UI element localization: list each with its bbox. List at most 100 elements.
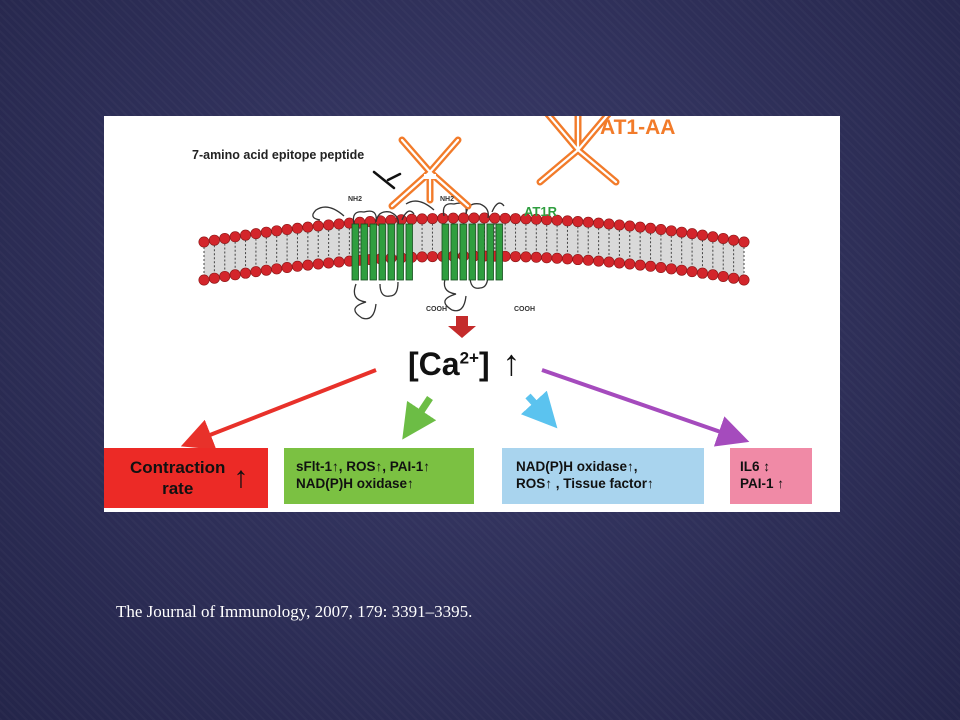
lipid-head bbox=[219, 270, 231, 282]
arrow-to-il6 bbox=[541, 368, 750, 447]
effect-box-nadph: NAD(P)H oxidase↑, ROS↑ , Tissue factor↑ bbox=[502, 448, 704, 504]
epitope-blocker bbox=[372, 170, 402, 190]
transmembrane-helix bbox=[468, 223, 476, 281]
lipid-head bbox=[302, 221, 314, 233]
lipid-head bbox=[426, 213, 438, 225]
cell-membrane bbox=[198, 212, 750, 286]
transmembrane-helix bbox=[396, 223, 404, 281]
lipid-head bbox=[510, 251, 522, 263]
citation-text: The Journal of Immunology, 2007, 179: 33… bbox=[116, 602, 473, 621]
transmembrane-helix bbox=[486, 223, 494, 281]
at1r-receptor-left bbox=[351, 223, 413, 281]
arrow-to-contraction bbox=[180, 368, 377, 450]
lipid-head bbox=[676, 264, 688, 276]
lipid-head bbox=[291, 260, 303, 272]
lipid-head bbox=[572, 254, 584, 266]
lipid-head bbox=[208, 272, 220, 284]
lipid-head bbox=[260, 264, 272, 276]
at1r-label: AT1R bbox=[524, 204, 557, 219]
lipid-head bbox=[333, 256, 345, 268]
effect-box-contraction: Contraction rate ↑ bbox=[104, 448, 268, 508]
transmembrane-helix bbox=[459, 223, 467, 281]
lipid-head bbox=[593, 255, 605, 267]
lipid-head bbox=[728, 272, 740, 284]
calcium-suffix: ] bbox=[478, 346, 490, 382]
lipid-head bbox=[707, 231, 719, 243]
cooh-label-right: COOH bbox=[514, 306, 535, 313]
lipid-head bbox=[707, 269, 719, 281]
lipid-head bbox=[696, 267, 708, 279]
lipid-head bbox=[271, 263, 283, 275]
lipid-head bbox=[645, 260, 657, 272]
nadph-line1: NAD(P)H oxidase↑, bbox=[516, 459, 638, 475]
arrow-to-sflt bbox=[402, 396, 437, 440]
nh2-label-right: NH2 bbox=[440, 196, 455, 203]
transmembrane-helix bbox=[441, 223, 449, 281]
lipid-head bbox=[572, 216, 584, 228]
lipid-heads-outer bbox=[198, 212, 750, 248]
lipid-head bbox=[198, 274, 210, 286]
contraction-up-arrow: ↑ bbox=[233, 461, 249, 495]
lipid-head bbox=[406, 213, 418, 225]
lipid-head bbox=[510, 213, 522, 225]
lipid-head bbox=[468, 212, 480, 224]
lipid-head bbox=[613, 257, 625, 269]
lipid-head bbox=[541, 252, 553, 264]
arrow-to-nadph bbox=[520, 390, 558, 429]
lipid-head bbox=[312, 258, 324, 270]
contraction-line2: rate bbox=[162, 479, 194, 498]
lipid-head bbox=[426, 251, 438, 263]
lipid-head bbox=[437, 212, 449, 224]
antibody-free bbox=[536, 116, 620, 186]
lipid-head bbox=[728, 234, 740, 246]
lipid-head bbox=[717, 232, 729, 244]
lipid-head bbox=[634, 259, 646, 271]
lipid-head bbox=[499, 212, 511, 224]
sflt-line2: NAD(P)H oxidase↑ bbox=[296, 476, 414, 491]
calcium-charge: 2+ bbox=[459, 348, 479, 368]
antibody-bound bbox=[388, 136, 472, 210]
diagram-svg bbox=[180, 116, 750, 450]
lipid-head bbox=[458, 212, 470, 224]
lipid-head bbox=[665, 225, 677, 237]
transmembrane-helix bbox=[477, 223, 485, 281]
lipid-head bbox=[738, 236, 750, 248]
lipid-head bbox=[665, 263, 677, 275]
sflt-line1: sFlt-1↑, ROS↑, PAI-1↑ bbox=[296, 459, 431, 475]
transmembrane-helix bbox=[360, 223, 368, 281]
lipid-head bbox=[250, 266, 262, 278]
lipid-head bbox=[260, 226, 272, 238]
epitope-label: 7-amino acid epitope peptide bbox=[192, 148, 365, 162]
at1-aa-label: AT1-AA bbox=[600, 116, 676, 139]
lipid-head bbox=[312, 220, 324, 232]
lipid-head bbox=[323, 219, 335, 231]
lipid-head bbox=[229, 231, 241, 243]
lipid-head bbox=[655, 262, 667, 274]
lipid-head bbox=[447, 212, 459, 224]
lipid-head bbox=[561, 215, 573, 227]
lipid-head bbox=[302, 259, 314, 271]
lipid-head bbox=[645, 222, 657, 234]
lipid-head bbox=[271, 225, 283, 237]
lipid-head bbox=[198, 236, 210, 248]
effect-box-sflt: sFlt-1↑, ROS↑, PAI-1↑ NAD(P)H oxidase↑ bbox=[284, 448, 474, 504]
il6-line1: IL6 ↕ bbox=[740, 459, 771, 475]
lipid-head bbox=[229, 269, 241, 281]
lipid-head bbox=[655, 224, 667, 236]
calcium-up-arrow: ↑ bbox=[502, 342, 521, 383]
lipid-head bbox=[582, 254, 594, 266]
lipid-head bbox=[582, 216, 594, 228]
il6-line2: PAI-1 ↑ bbox=[740, 476, 785, 491]
lipid-head bbox=[416, 251, 428, 263]
transmembrane-helix bbox=[369, 223, 377, 281]
lipid-head bbox=[281, 262, 293, 274]
lipid-head bbox=[489, 212, 501, 224]
lipid-head bbox=[613, 219, 625, 231]
lipid-head bbox=[291, 222, 303, 234]
lipid-head bbox=[676, 226, 688, 238]
lipid-head bbox=[281, 224, 293, 236]
cooh-label-left: COOH bbox=[426, 306, 447, 313]
transmembrane-helix bbox=[387, 223, 395, 281]
lipid-head bbox=[520, 251, 532, 263]
